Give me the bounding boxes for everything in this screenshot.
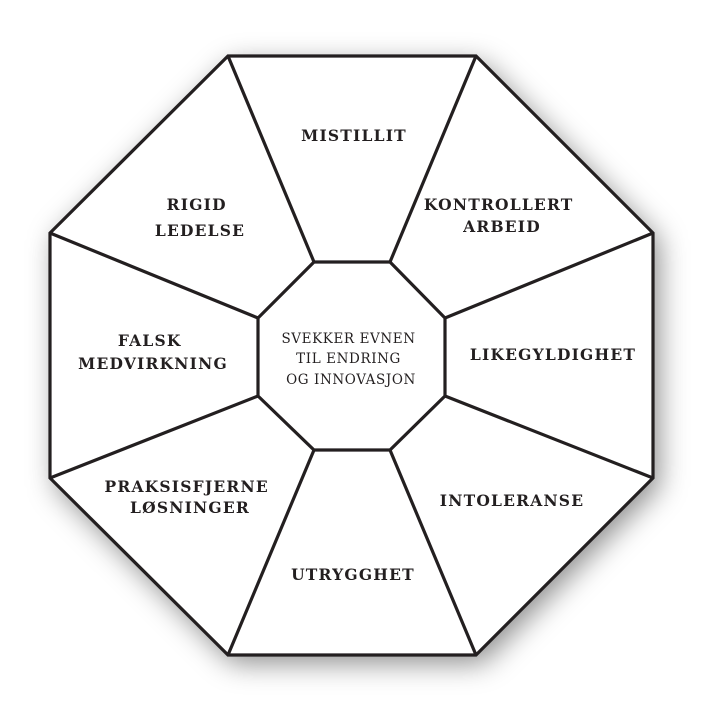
segment-label-intoleranse-line-1: INTOLERANSE: [440, 491, 584, 510]
segment-label-praksisfjerne-losninger-line-2: LØSNINGER: [130, 498, 250, 517]
center-label-line-1: SVEKKER EVNEN: [281, 331, 415, 347]
center-label-line-2: TIL ENDRING: [296, 351, 401, 367]
center-label: SVEKKER EVNEN TIL ENDRING OG INNOVASJON: [281, 331, 420, 388]
segment-label-mistillit: MISTILLIT: [301, 126, 407, 145]
segment-label-intoleranse: INTOLERANSE: [440, 491, 584, 510]
spoke-top-left: [226, 55, 316, 263]
segment-label-likegyldighet-line-1: LIKEGYLDIGHET: [470, 345, 636, 364]
spoke-left-top: [49, 231, 259, 320]
segment-label-rigid-ledelse-line-2: LEDELSE: [155, 221, 245, 240]
spokes: [49, 55, 654, 656]
segment-label-kontrollert-arbeid-line-1: KONTROLLERT: [424, 195, 574, 214]
segment-label-rigid-ledelse: RIGID LEDELSE: [155, 195, 245, 240]
segment-label-mistillit-line-1: MISTILLIT: [301, 126, 407, 145]
segment-label-falsk-medvirkning: FALSK MEDVIRKNING: [78, 331, 228, 373]
spoke-bottom-right: [388, 449, 478, 656]
spoke-right-bottom: [444, 394, 654, 480]
spoke-bottom-left: [226, 449, 316, 656]
segment-label-kontrollert-arbeid-line-2: ARBEID: [462, 217, 541, 236]
segment-label-likegyldighet: LIKEGYLDIGHET: [470, 345, 636, 364]
segment-label-kontrollert-arbeid: KONTROLLERT ARBEID: [424, 195, 580, 236]
segment-label-praksisfjerne-losninger-line-1: PRAKSISFJERNE: [105, 477, 269, 496]
spoke-right-top: [444, 231, 654, 320]
spoke-top-right: [388, 55, 478, 263]
center-label-line-3: OG INNOVASJON: [286, 372, 416, 388]
segment-label-utrygghet-line-1: UTRYGGHET: [291, 565, 415, 584]
segment-label-rigid-ledelse-line-1: RIGID: [167, 195, 227, 214]
spoke-left-bottom: [49, 394, 259, 480]
segment-label-praksisfjerne-losninger: PRAKSISFJERNE LØSNINGER: [105, 477, 276, 517]
inner-octagon: [256, 260, 447, 452]
segment-label-falsk-medvirkning-line-1: FALSK: [118, 331, 182, 350]
segment-label-utrygghet: UTRYGGHET: [291, 565, 415, 584]
segment-label-falsk-medvirkning-line-2: MEDVIRKNING: [78, 354, 228, 373]
